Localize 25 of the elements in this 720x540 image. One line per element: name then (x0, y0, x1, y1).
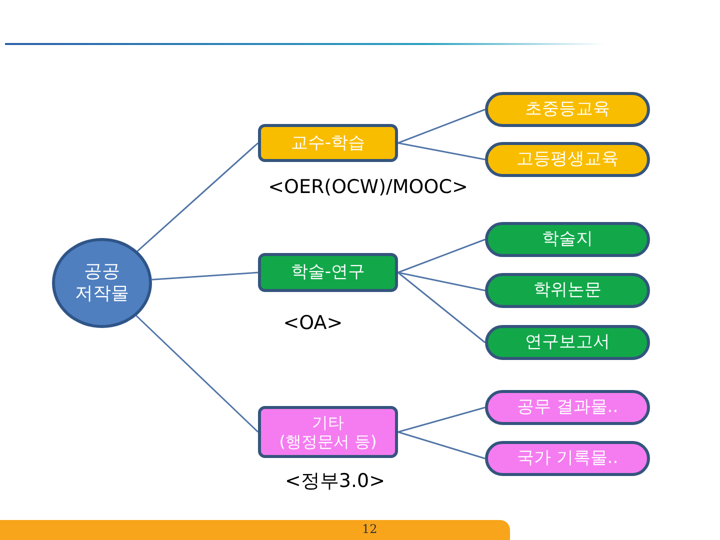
connector-line (398, 238, 486, 274)
item-pill: 학위논문 (485, 273, 650, 308)
category-box: 교수-학습 (258, 124, 398, 162)
item-pill: 고등평생교육 (485, 142, 650, 177)
item-pill: 학술지 (485, 222, 650, 257)
page-number: 12 (362, 522, 378, 536)
connector-line (398, 431, 486, 460)
item-pill: 연구보고서 (485, 325, 650, 360)
category-box: 기타 (행정문서 등) (258, 406, 398, 458)
caption-text: <OER(OCW)/MOOC> (268, 176, 468, 198)
root-ellipse: 공공 저작물 (52, 238, 152, 328)
connector-line (152, 272, 258, 280)
caption-text: <OA> (283, 312, 343, 334)
connector-line (398, 108, 486, 144)
connector-line (398, 142, 486, 160)
category-box: 학술-연구 (258, 253, 398, 292)
connector-line (136, 315, 259, 433)
connector-line (398, 272, 486, 292)
item-pill: 공무 결과물.. (485, 390, 650, 425)
item-pill: 초중등교육 (485, 92, 650, 127)
connector-line (136, 142, 258, 252)
caption-text: <정부3.0> (284, 469, 386, 494)
connector-line (398, 406, 486, 433)
item-pill: 국가 기록물.. (485, 441, 650, 476)
connector-line (398, 272, 486, 344)
